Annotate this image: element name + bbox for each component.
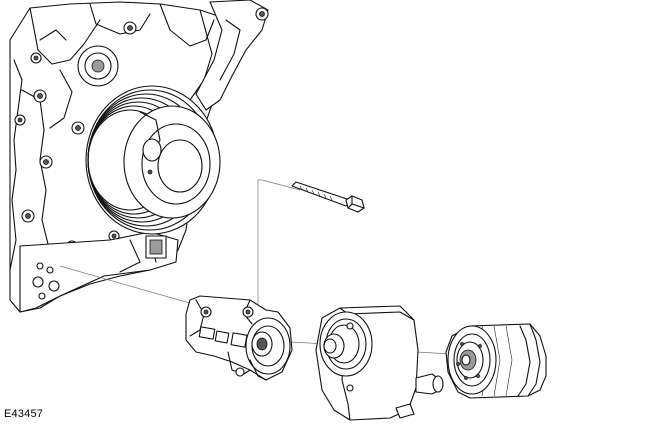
oil-cooler bbox=[315, 305, 444, 421]
bolt bbox=[291, 181, 365, 213]
oil-filter-housing bbox=[185, 295, 293, 381]
figure-reference-code: E43457 bbox=[4, 408, 44, 420]
crankshaft-pulley bbox=[85, 85, 221, 235]
oil-filter bbox=[445, 323, 547, 399]
